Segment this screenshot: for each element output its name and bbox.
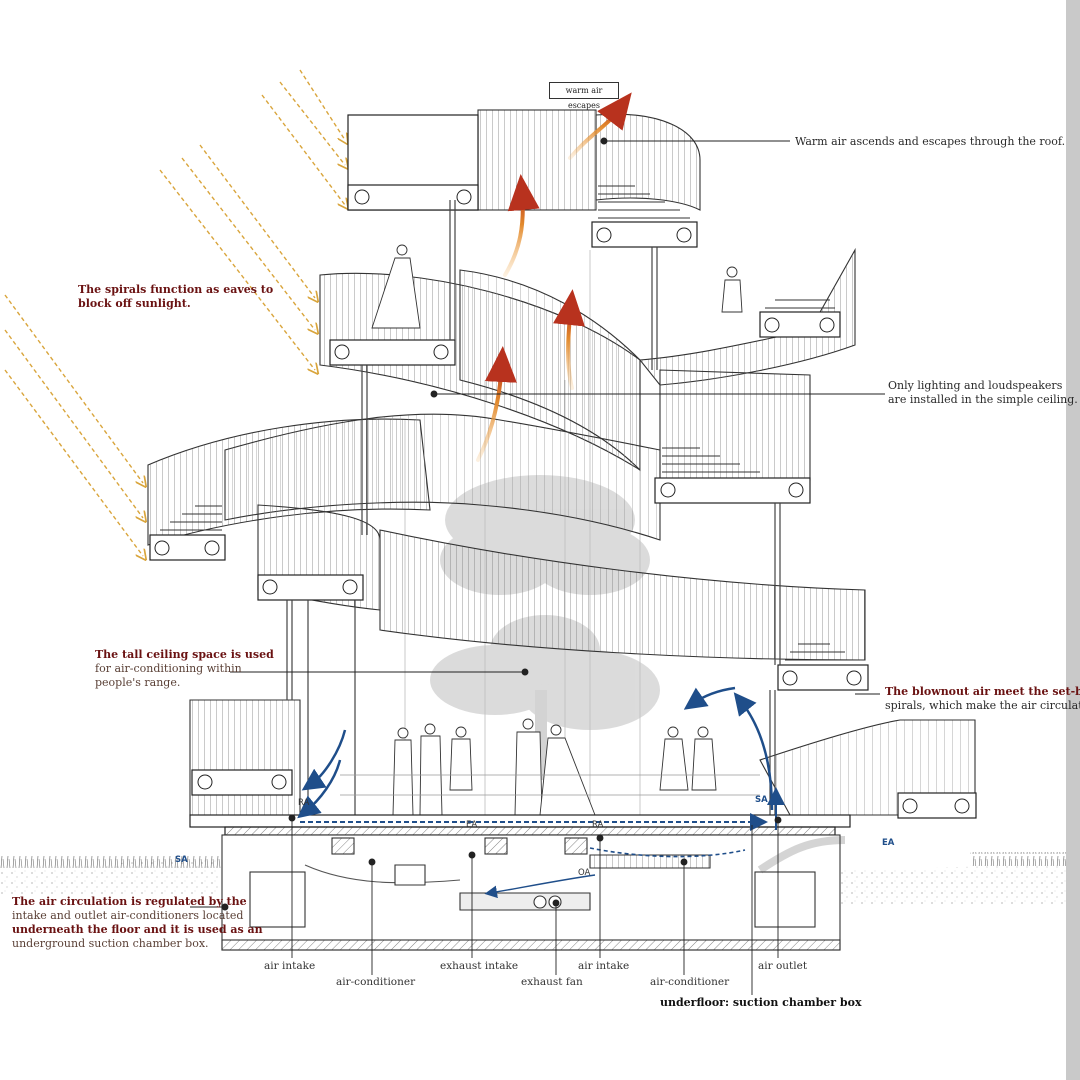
leader-lines [190, 137, 885, 995]
sun-rays [4, 69, 345, 556]
circulation-note: The air circulation is regulated by the … [12, 895, 263, 950]
right-edge-bar [1066, 0, 1080, 1080]
tag-ra-left: RA [298, 798, 310, 808]
tag-sa-left: SA [175, 855, 188, 865]
tall-ceiling-note: The tall ceiling space is used for air-c… [95, 648, 274, 689]
label-air-conditioner-left: air-conditioner [336, 976, 416, 988]
tag-ea-right: EA [882, 838, 895, 848]
slab-circles [154, 189, 970, 814]
tag-sa-right: SA [755, 795, 768, 805]
blownout-note: The blownout air meet the set-back spira… [885, 685, 1080, 712]
wedding-figures [371, 244, 743, 816]
label-exhaust-intake: exhaust intake [440, 960, 519, 972]
stairs [160, 185, 860, 661]
label-underfloor: underfloor: suction chamber box [660, 996, 862, 1009]
label-air-intake-left: air intake [264, 960, 316, 972]
terrain [0, 852, 1066, 905]
balcony-slabs [149, 114, 977, 819]
tag-oa: OA [578, 868, 591, 878]
roof-note: Warm air ascends and escapes through the… [795, 135, 1066, 148]
warm-air-escapes-tag: warm air escapes [549, 82, 619, 110]
airflow-arrows [297, 686, 785, 899]
label-air-conditioner-right: air-conditioner [650, 976, 730, 988]
columns [286, 200, 781, 815]
basement-chamber [221, 834, 846, 951]
eaves-note: The spirals function as eaves to block o… [78, 283, 274, 310]
tag-ra-mid: RA [592, 820, 604, 830]
label-air-outlet: air outlet [758, 960, 808, 972]
label-air-intake-right: air intake [578, 960, 630, 972]
ground-railing [340, 774, 760, 796]
label-exhaust-fan: exhaust fan [521, 976, 583, 988]
ceiling-note: Only lighting and loudspeakers are insta… [888, 379, 1078, 406]
warm-air-arrows [476, 92, 632, 462]
tag-ea-mid: EA [466, 820, 478, 830]
